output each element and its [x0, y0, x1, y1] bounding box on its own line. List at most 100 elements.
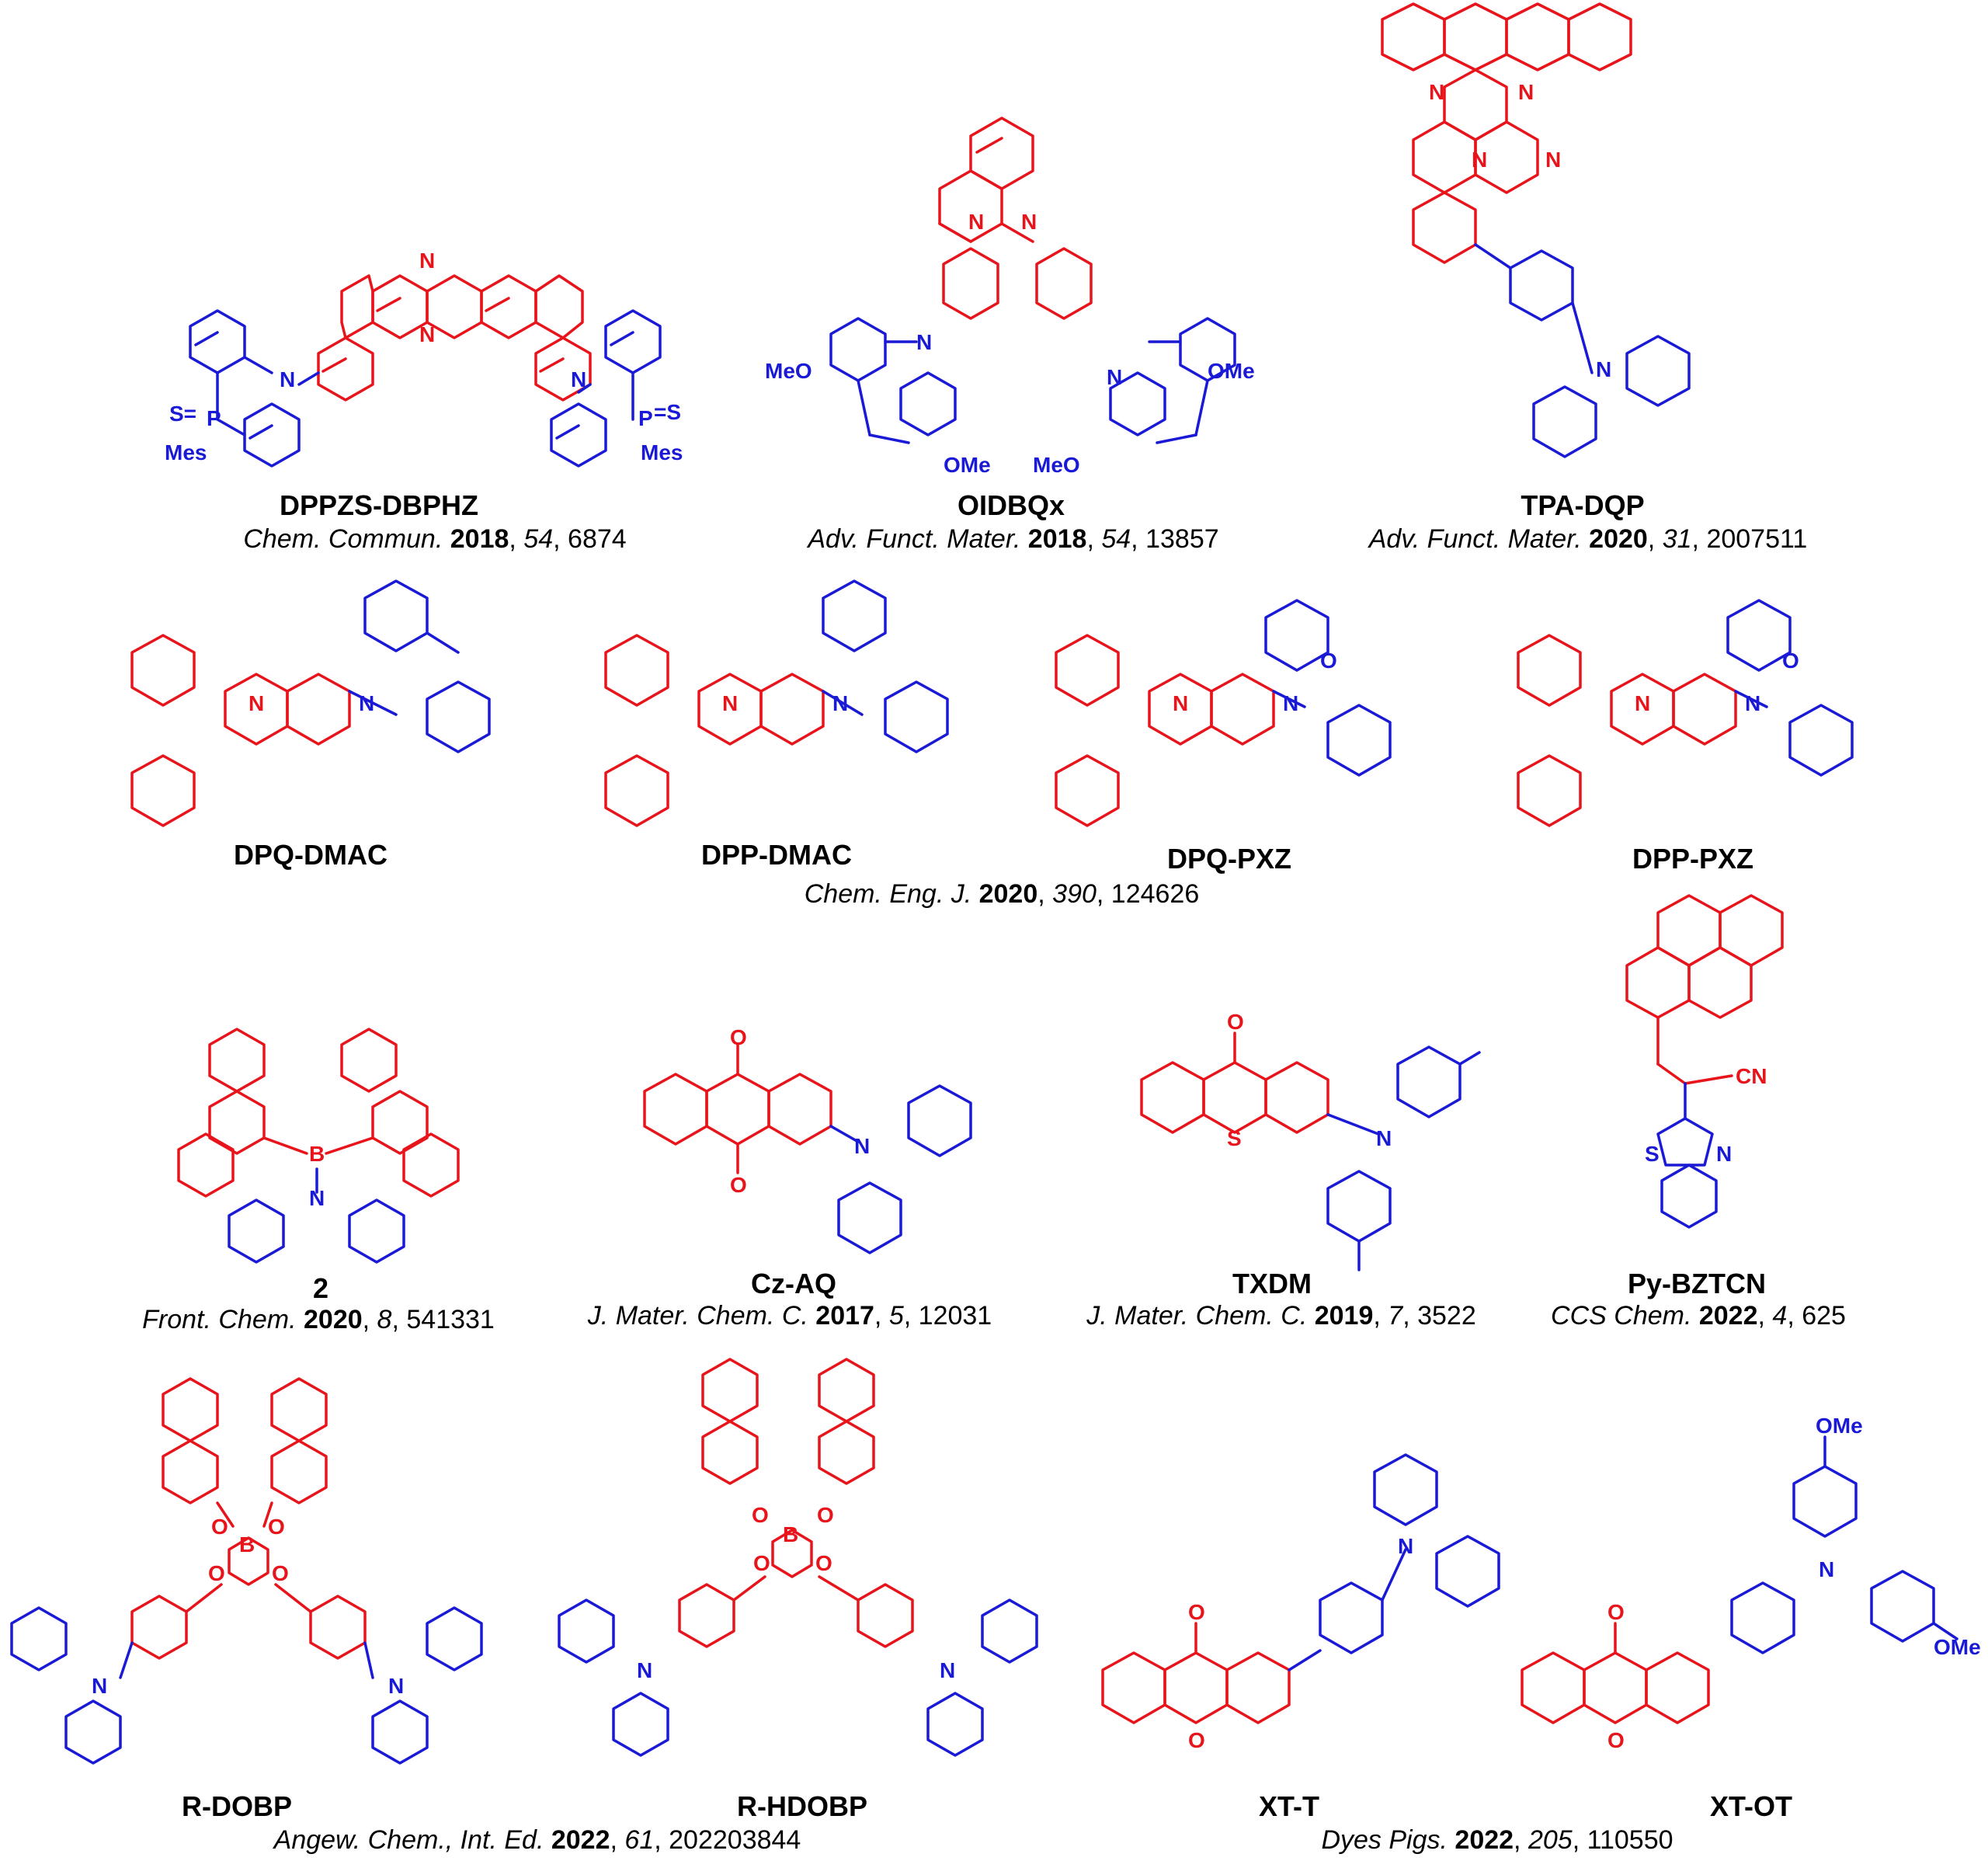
citation-volume: 7: [1388, 1301, 1403, 1331]
citation-page: 202203844: [669, 1825, 801, 1855]
dpq-dmac-structure: [130, 579, 491, 827]
carbazole-donor: [829, 1084, 972, 1254]
atom-n-label: N: [1376, 1126, 1392, 1150]
thioxanthone-acceptor: [1140, 1031, 1329, 1134]
citation-volume: 205: [1527, 1825, 1573, 1855]
atom-n-label: N: [419, 249, 435, 273]
compound-label: OIDBQx: [957, 489, 1065, 521]
ome-label: OMe: [1934, 1635, 1981, 1659]
compound-label: TXDM: [1232, 1268, 1312, 1299]
citation-journal: Adv. Funct. Mater.: [1368, 524, 1582, 554]
pyrene-acrylonitrile-acceptor: [1625, 894, 1784, 1085]
phenophosphazine-left: [189, 309, 320, 468]
atom-n-label: N: [1173, 691, 1188, 715]
citation-year: 2017: [815, 1301, 874, 1331]
citation-volume: 4: [1772, 1301, 1788, 1331]
citation: J. Mater. Chem. C. 2019, 7, 3522: [1086, 1301, 1476, 1331]
atom-s-eq-label: S=: [169, 402, 196, 426]
atom-n-label: N: [1283, 691, 1298, 715]
atom-n-label: N: [1819, 1557, 1834, 1581]
citation-volume: 31: [1662, 524, 1692, 554]
atom-o-label: O: [817, 1503, 834, 1527]
atom-o-label: O: [1320, 649, 1337, 673]
atom-o-label: O: [1607, 1600, 1625, 1624]
atom-n-label: N: [637, 1658, 652, 1682]
citation-year: 2018: [1027, 524, 1087, 554]
citation-volume: 54: [523, 524, 554, 554]
atom-n-label: N: [1745, 691, 1760, 715]
py-bztcn-structure: [1625, 894, 1784, 1229]
atom-o-label: O: [730, 1025, 747, 1049]
ome-label: OMe: [944, 453, 991, 477]
atom-b-label: B: [239, 1532, 255, 1557]
oidbqx-structure: [829, 117, 1236, 444]
atom-n-label: N: [571, 367, 586, 391]
xanthone-acceptor: [1521, 1622, 1710, 1724]
citation: J. Mater. Chem. C. 2017, 5, 12031: [587, 1301, 992, 1331]
xt-t-structure: [1101, 1453, 1500, 1724]
compound-label: Py-BZTCN: [1628, 1268, 1766, 1299]
citation-page: 541331: [406, 1305, 495, 1334]
citation-page: 3522: [1417, 1301, 1476, 1331]
citation: Front. Chem. 2020, 8, 541331: [142, 1305, 495, 1334]
tpa-donor: [1288, 1453, 1500, 1671]
citation-journal: Adv. Funct. Mater.: [808, 524, 1021, 554]
atom-b-label: B: [309, 1142, 325, 1166]
ditolylamine-donor: [1326, 1045, 1481, 1271]
h8-binol-borate-acceptor: [678, 1358, 914, 1648]
pxz-donor: [1726, 599, 1854, 777]
dpp-acceptor: [1517, 634, 1737, 827]
citation-journal: Front. Chem.: [142, 1305, 297, 1334]
dmac-donor: [822, 579, 949, 753]
compound-label: DPP-PXZ: [1632, 843, 1754, 875]
atom-eq-s-label: =S: [654, 400, 681, 424]
citation-page: 124626: [1110, 879, 1200, 909]
compound-label: DPPZS-DBPHZ: [279, 489, 479, 521]
citation-journal: Chem. Commun.: [243, 524, 443, 554]
cn-label: CN: [1736, 1064, 1767, 1088]
atom-n-label: N: [1107, 365, 1122, 389]
mes-label: Mes: [165, 440, 207, 464]
binol-borate-acceptor: [130, 1377, 367, 1660]
dppzs-dbphz-structure: [189, 274, 662, 468]
compound-label: 2: [312, 1272, 329, 1304]
atom-o-label: O: [1782, 649, 1799, 673]
meo-label: MeO: [765, 359, 812, 383]
atom-o-label: O: [272, 1561, 289, 1585]
citation: Adv. Funct. Mater. 2018, 54, 13857: [808, 524, 1219, 554]
dmac-donors: [558, 1598, 1038, 1757]
citation-page: 2007511: [1706, 524, 1808, 554]
citation-year: 2020: [978, 879, 1038, 909]
citation: Dyes Pigs. 2022, 205, 110550: [1321, 1825, 1673, 1855]
phenophosphazine-right: [550, 309, 662, 468]
dmac-donor: [348, 579, 491, 753]
atom-o-label: O: [1607, 1728, 1625, 1752]
iminodibenzyl-donors: [829, 317, 1236, 444]
atom-n-label: N: [359, 691, 374, 715]
quinoxaline-acceptor: [938, 117, 1093, 320]
citation-year: 2022: [551, 1825, 610, 1855]
dpq-pxz-structure: [1055, 599, 1392, 827]
atom-n-label: N: [722, 691, 738, 715]
atom-o-label: O: [753, 1551, 770, 1575]
atom-n-label: N: [854, 1134, 870, 1158]
atom-n-label: N: [916, 330, 932, 354]
citation-page: 12031: [918, 1301, 992, 1331]
citation: Adv. Funct. Mater. 2020, 31, 2007511: [1368, 524, 1808, 554]
atom-o-label: O: [730, 1173, 747, 1197]
citation-year: 2019: [1314, 1301, 1374, 1331]
atom-o-label: O: [752, 1503, 769, 1527]
dbphz-acceptor-core: [317, 274, 592, 402]
citation-page: 13857: [1145, 524, 1219, 554]
atom-n-label: N: [1429, 80, 1444, 104]
atom-n-label: N: [280, 367, 295, 391]
xt-ot-structure: [1521, 1435, 1958, 1724]
citation-year: 2018: [450, 524, 509, 554]
atom-n-label: N: [1398, 1534, 1413, 1558]
dqp-acceptor: [1381, 2, 1632, 264]
compound-label: R-DOBP: [182, 1790, 292, 1822]
ome-label: OMe: [1816, 1414, 1863, 1438]
citation-page: 625: [1802, 1301, 1846, 1331]
atom-n-label: N: [1518, 80, 1534, 104]
